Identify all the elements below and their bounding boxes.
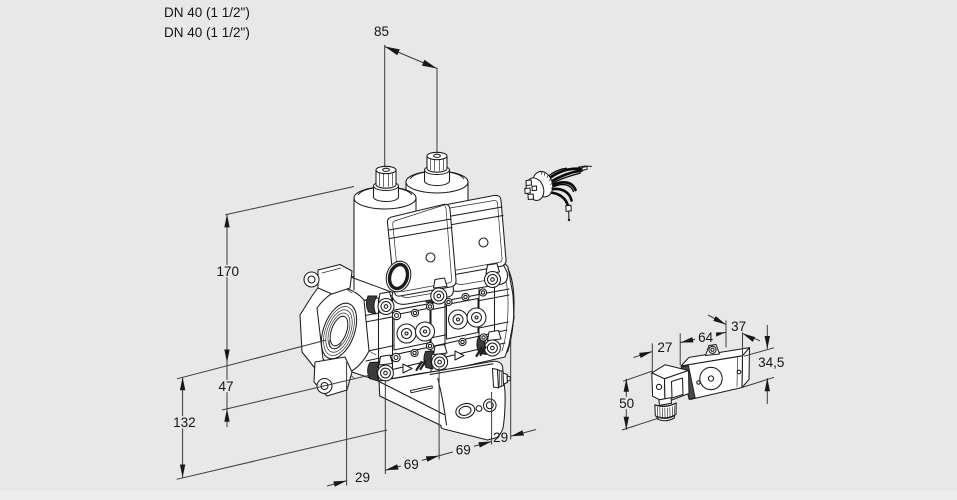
svg-text:47: 47 — [218, 379, 233, 394]
svg-text:132: 132 — [173, 415, 196, 430]
svg-text:29: 29 — [493, 430, 508, 445]
svg-text:DN 40 (1 1/2"): DN 40 (1 1/2") — [164, 5, 250, 20]
svg-text:27: 27 — [657, 340, 672, 355]
svg-text:170: 170 — [217, 264, 240, 279]
svg-text:64: 64 — [698, 330, 714, 345]
svg-text:69: 69 — [456, 442, 471, 457]
svg-text:37: 37 — [731, 319, 746, 334]
svg-text:50: 50 — [619, 396, 634, 411]
svg-text:29: 29 — [355, 470, 370, 485]
svg-text:85: 85 — [374, 24, 389, 39]
svg-text:69: 69 — [404, 457, 419, 472]
svg-text:34,5: 34,5 — [758, 355, 784, 370]
svg-text:DN 40 (1 1/2"): DN 40 (1 1/2") — [164, 25, 250, 40]
